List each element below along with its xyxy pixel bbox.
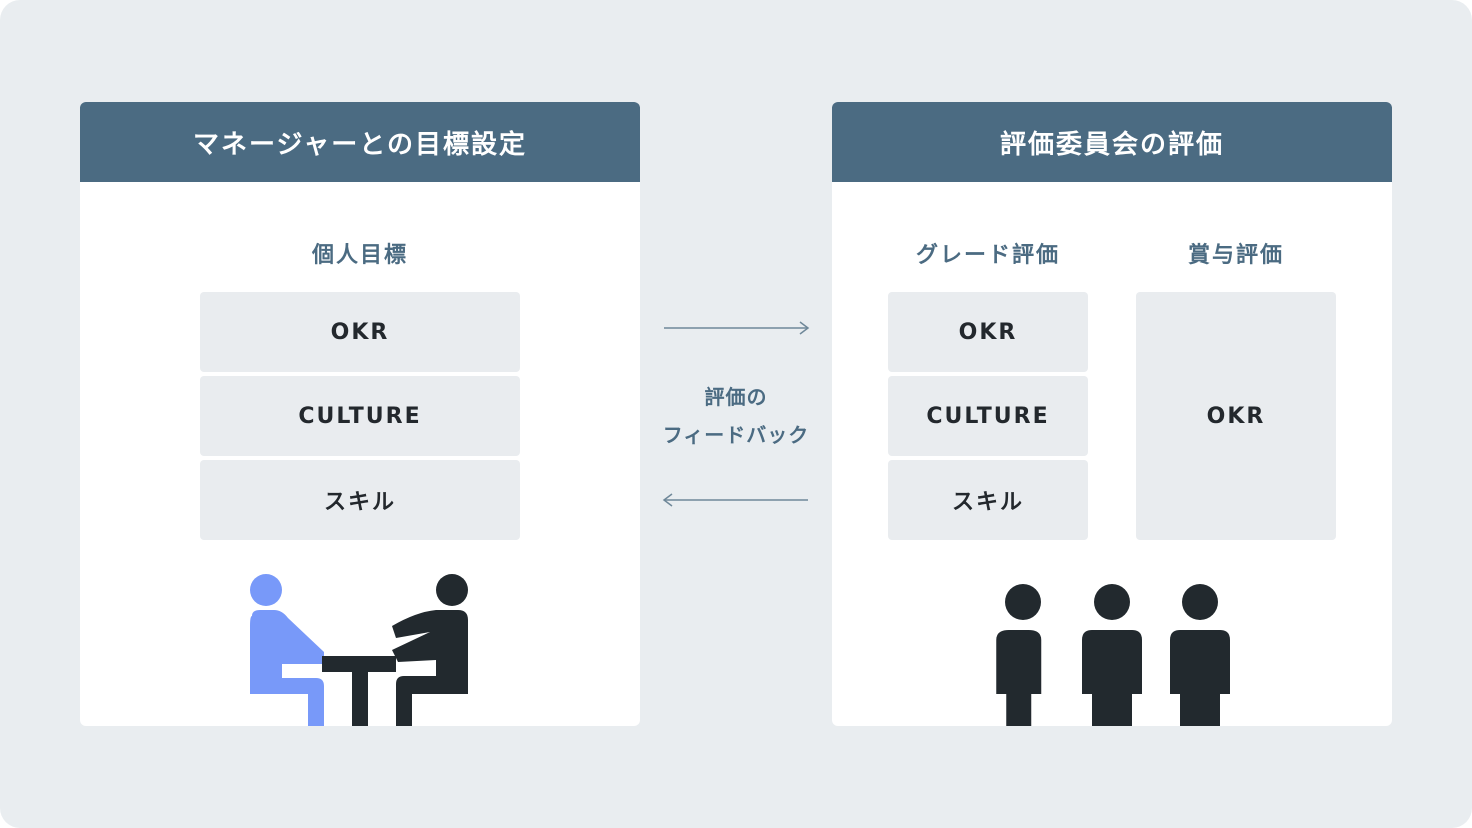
feedback-label-line1: 評価の xyxy=(704,385,768,409)
two-people-meeting-at-table-icon xyxy=(250,574,468,726)
bonus-okr-box: OKR xyxy=(1136,292,1336,540)
committee-evaluation-card: 評価委員会の評価 グレード評価 賞与評価 OKR CULTURE スキル OKR xyxy=(832,102,1392,726)
grade-okr-box: OKR xyxy=(888,292,1088,372)
goal-setting-card-title: マネージャーとの目標設定 xyxy=(80,102,640,182)
arrow-right-icon xyxy=(664,321,810,335)
committee-evaluation-card-title: 評価委員会の評価 xyxy=(832,102,1392,182)
grade-skill-box: スキル xyxy=(888,460,1088,540)
feedback-label-line2: フィードバック xyxy=(662,423,810,447)
personal-goals-title: 個人目標 xyxy=(311,243,408,268)
feedback-label: 評価の フィードバック xyxy=(660,378,812,454)
grade-culture-box: CULTURE xyxy=(888,376,1088,456)
bonus-evaluation-title: 賞与評価 xyxy=(1187,243,1284,268)
goal-setting-card: マネージャーとの目標設定 個人目標 OKR CULTURE スキル xyxy=(80,102,640,726)
feedback-connector: 評価の フィードバック xyxy=(660,316,812,512)
personal-goal-skill-box: スキル xyxy=(200,460,520,540)
arrow-left-icon xyxy=(662,493,808,507)
three-people-group-icon xyxy=(996,584,1230,726)
grade-evaluation-title: グレード評価 xyxy=(915,243,1060,268)
personal-goal-culture-box: CULTURE xyxy=(200,376,520,456)
personal-goal-okr-box: OKR xyxy=(200,292,520,372)
